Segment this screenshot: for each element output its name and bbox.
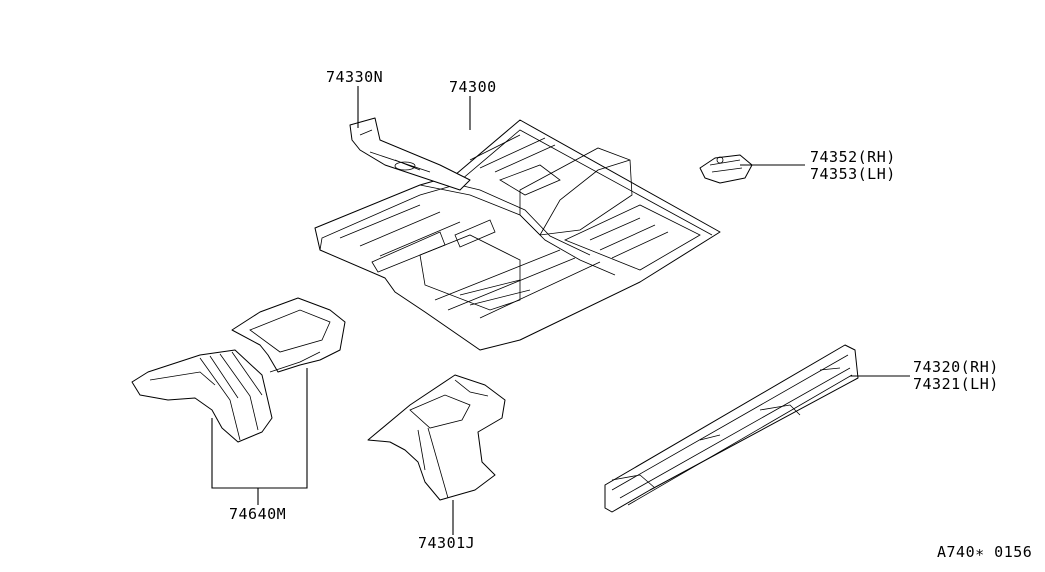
front-floor-part: [314, 119, 721, 351]
bracket-part: [699, 154, 753, 184]
label-74300: 74300: [449, 78, 497, 96]
label-74321: 74321(LH): [913, 375, 999, 393]
rear-floor-center-part: [367, 374, 506, 501]
diagram-code: A740∗ 0156: [937, 543, 1032, 561]
tunnel-reinforce-part: [349, 117, 471, 191]
label-74320: 74320(RH): [913, 358, 999, 376]
sill-part: [604, 344, 859, 513]
label-74353: 74353(LH): [810, 165, 896, 183]
label-74301J: 74301J: [418, 534, 475, 552]
rear-floor-ext-part: [131, 297, 346, 443]
label-74640M: 74640M: [229, 505, 286, 523]
labels: 74330N 74300 74352(RH) 74353(LH) 74320(R…: [229, 68, 1032, 561]
label-74352: 74352(RH): [810, 148, 896, 166]
leader-74640M: [211, 368, 308, 505]
label-74330N: 74330N: [326, 68, 383, 86]
leader-lines: [211, 86, 910, 535]
